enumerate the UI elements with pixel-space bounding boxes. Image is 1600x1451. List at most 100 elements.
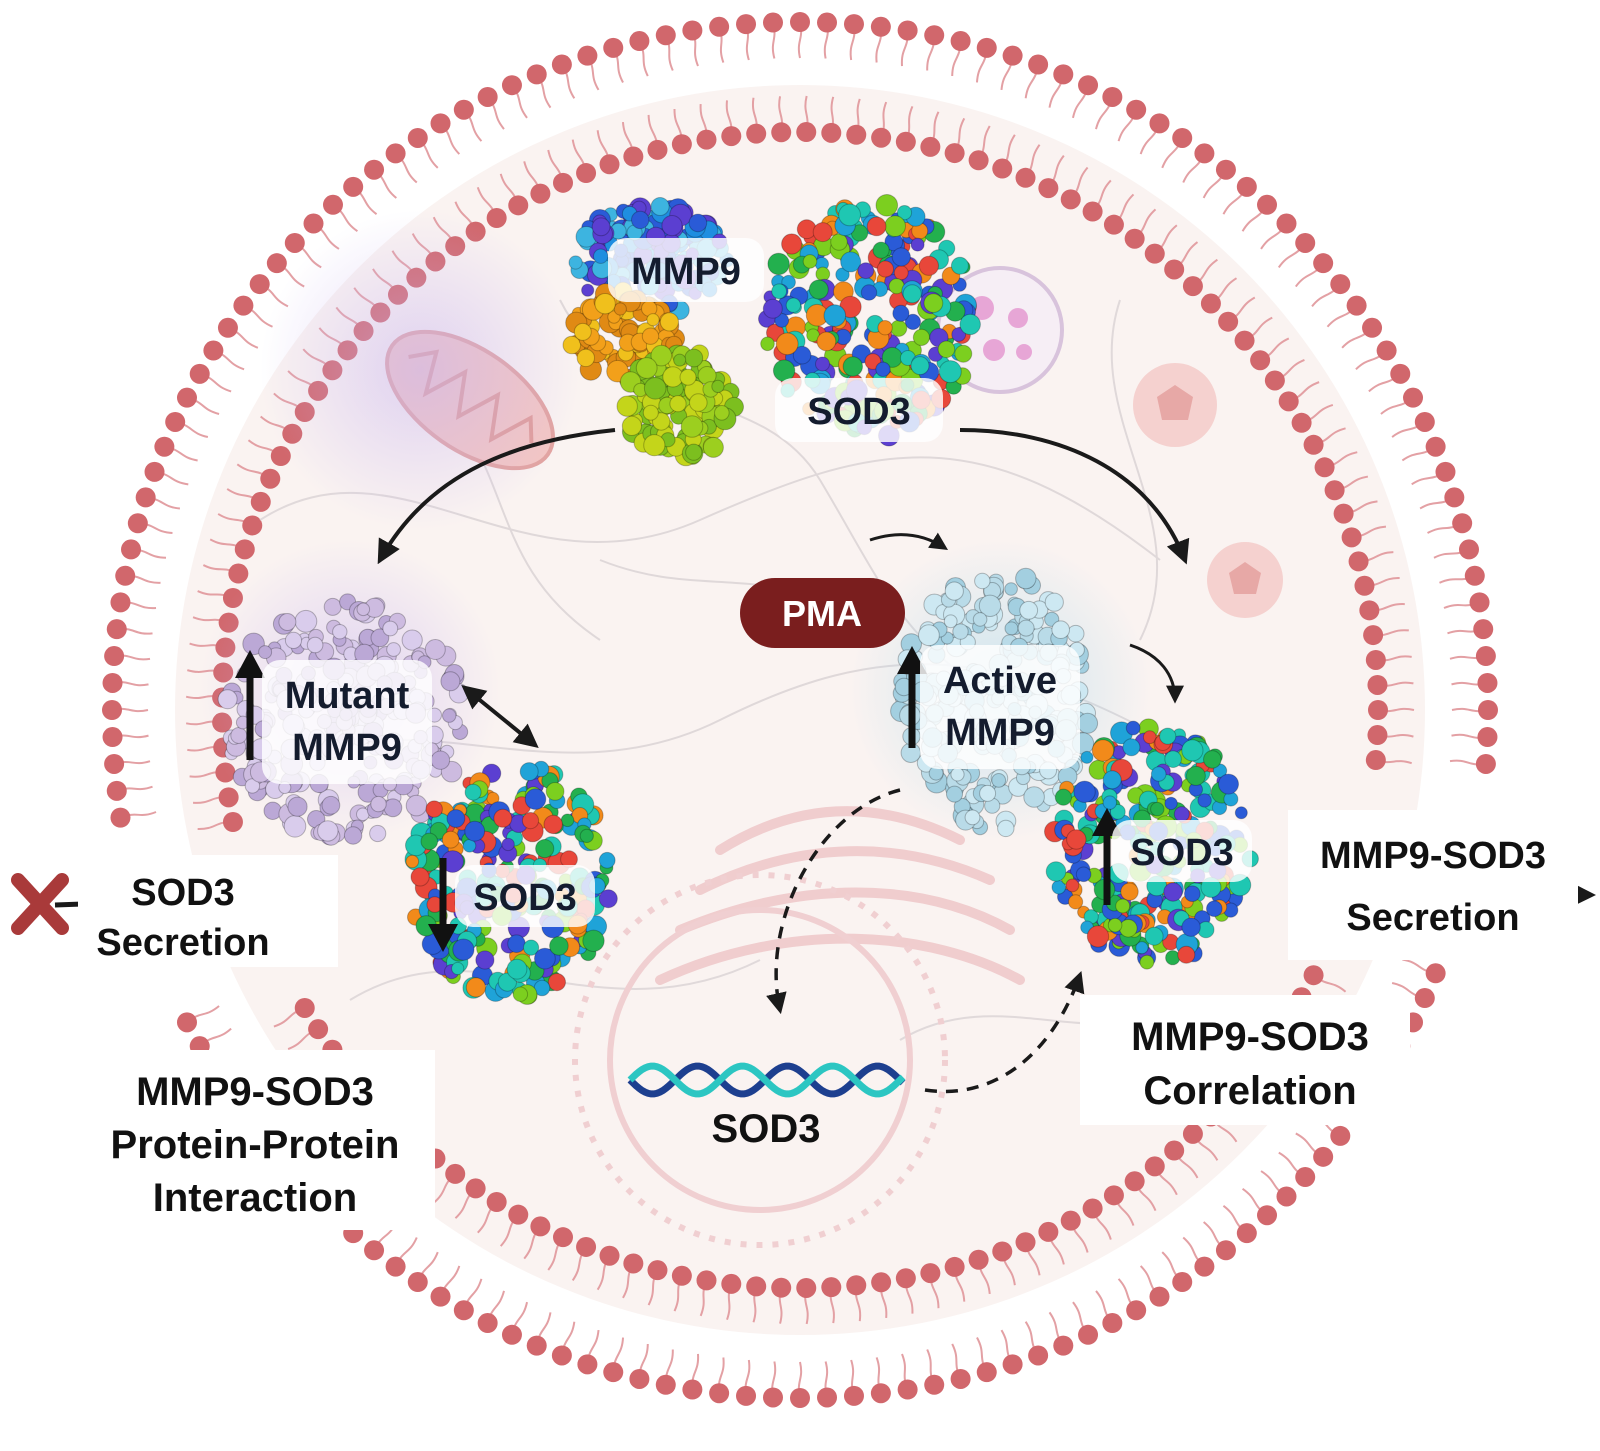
- lipid-head: [762, 12, 783, 33]
- lipid-head: [1015, 1232, 1036, 1253]
- lipid-head: [127, 513, 148, 534]
- lipid-head: [110, 592, 131, 613]
- lipid-head: [647, 1260, 668, 1281]
- x-mark-icon: [11, 873, 69, 935]
- lipid-head: [1425, 963, 1446, 984]
- ppi-line1: MMP9-SOD3: [136, 1070, 374, 1114]
- glow: [260, 210, 580, 530]
- vesicle-1: [1133, 363, 1217, 447]
- lipid-head: [790, 1388, 810, 1408]
- lipid-head: [1390, 363, 1411, 384]
- lipid-head: [1346, 295, 1367, 316]
- sod3-left-label: SOD3: [473, 877, 576, 919]
- mmp9-protein-top: [616, 344, 744, 467]
- lipid-head: [1182, 1123, 1203, 1144]
- lipid-head: [1368, 700, 1388, 720]
- lipid-head: [1103, 1185, 1124, 1206]
- lipid-head: [709, 1383, 730, 1404]
- lipid-head: [508, 195, 529, 216]
- lipid-head: [154, 436, 175, 457]
- secretion-right-title: MMP9-SOD3: [1320, 835, 1546, 877]
- lipid-head: [843, 1385, 864, 1406]
- lipid-head: [1124, 228, 1145, 249]
- lipid-head: [1458, 539, 1479, 560]
- lipid-head: [736, 14, 757, 35]
- lipid-head: [992, 1241, 1013, 1262]
- lipid-head: [1144, 243, 1165, 264]
- lipid-head: [530, 1216, 551, 1237]
- lipid-head: [1414, 411, 1435, 432]
- sod3-tag-top: [775, 378, 943, 442]
- lipid-head: [530, 183, 551, 204]
- lipid-head: [920, 136, 941, 157]
- lipid-head: [1477, 672, 1498, 693]
- lipid-head: [821, 1277, 842, 1298]
- active-mmp9-label: MMP9: [945, 712, 1055, 754]
- lipid-head: [526, 64, 547, 85]
- active-label: Active: [943, 660, 1057, 702]
- lipid-head: [1473, 619, 1494, 640]
- lipid-head: [106, 780, 127, 801]
- lipid-head: [846, 124, 867, 145]
- lipid-head: [871, 127, 892, 148]
- lipid-head: [721, 1273, 742, 1294]
- lipid-head: [249, 274, 270, 295]
- lipid-head: [817, 12, 838, 33]
- nucleus: [572, 872, 948, 1248]
- lipid-head: [284, 232, 305, 253]
- lipid-head: [1200, 293, 1221, 314]
- lipid-head: [871, 1272, 892, 1293]
- lipid-head: [790, 12, 810, 32]
- lipid-head: [1149, 113, 1170, 134]
- lipid-head: [234, 539, 255, 560]
- arrow-to-correlation: [959, 428, 1190, 565]
- lipid-head: [135, 487, 156, 508]
- lipid-head: [924, 1374, 945, 1395]
- lipid-head: [1215, 1240, 1236, 1261]
- lipid-head: [1002, 1354, 1023, 1375]
- pma-arrow: [869, 532, 949, 550]
- lipid-head: [1144, 1156, 1165, 1177]
- mmp9-tag: [608, 238, 764, 302]
- lipid-head: [189, 363, 210, 384]
- lipid-head: [501, 1324, 522, 1345]
- lipid-head: [217, 317, 238, 338]
- lipid-head: [1314, 457, 1335, 478]
- lipid-head: [897, 1379, 918, 1400]
- lipid-head: [1126, 1300, 1147, 1321]
- lipid-head: [486, 1192, 507, 1213]
- pma-pill: [740, 578, 905, 648]
- label-plate: [1288, 810, 1578, 960]
- arrow-down-icon: [428, 858, 458, 952]
- lipid-head: [1215, 159, 1236, 180]
- lipid-head: [1291, 412, 1312, 433]
- lipid-head: [1376, 340, 1397, 361]
- lipid-head: [1362, 317, 1383, 338]
- lipid-head: [102, 672, 123, 693]
- lipid-head: [1425, 436, 1446, 457]
- lipid-head: [1365, 649, 1386, 670]
- lipid-head: [1475, 646, 1496, 667]
- lipid-head: [1082, 1198, 1103, 1219]
- lipid-head: [1341, 527, 1362, 548]
- ppi-line2: Protein-Protein: [111, 1123, 400, 1167]
- lipid-head: [771, 1277, 792, 1298]
- lipid-head: [846, 1275, 867, 1296]
- sod3-top-label: SOD3: [807, 391, 910, 433]
- lipid-head: [721, 126, 742, 147]
- lipid-head: [1149, 1286, 1170, 1307]
- lipid-head: [176, 1012, 197, 1033]
- lipid-head: [968, 150, 989, 171]
- mutant-mmp9-tag: [262, 660, 432, 784]
- lipid-head: [976, 37, 997, 58]
- lipid-head: [924, 25, 945, 46]
- lipid-head: [308, 1019, 329, 1040]
- lipid-head: [576, 1236, 597, 1257]
- lipid-head: [551, 54, 572, 75]
- lipid-head: [1060, 189, 1081, 210]
- lipid-head: [1478, 700, 1498, 720]
- lipid-head: [1257, 1205, 1278, 1226]
- label-plate: [1080, 995, 1410, 1125]
- lipid-head: [870, 16, 891, 37]
